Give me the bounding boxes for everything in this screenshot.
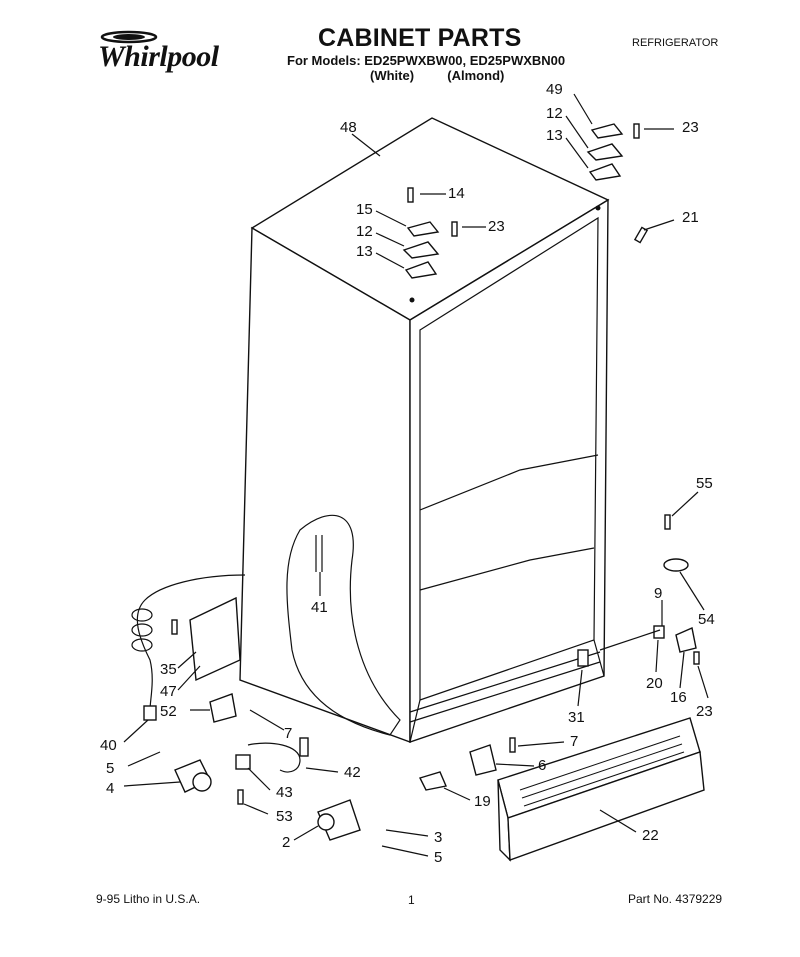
page-title: CABINET PARTS	[318, 24, 522, 52]
callout-13-right: 13	[546, 127, 563, 144]
color-almond: (Almond)	[447, 68, 505, 83]
callout-9: 9	[654, 585, 662, 602]
callout-54: 54	[698, 611, 715, 628]
power-cord-and-bracket	[131, 574, 246, 723]
model-numbers: For Models: ED25PWXBW00, ED25PWXBN00	[287, 53, 566, 68]
callout-16: 16	[670, 689, 687, 706]
right-lower-parts	[599, 514, 700, 665]
callout-22: 22	[642, 827, 659, 844]
callout-15: 15	[356, 201, 373, 218]
callout-23: 23	[488, 218, 505, 235]
callout-41: 41	[311, 599, 328, 616]
callout-2: 2	[282, 834, 290, 851]
part-number: Part No. 4379229	[628, 892, 723, 906]
callout-7-center: 7	[570, 733, 578, 750]
appliance-type: REFRIGERATOR	[632, 37, 719, 49]
callout-6: 6	[538, 757, 546, 774]
color-white: (White)	[370, 68, 415, 83]
callout-5: 5	[106, 760, 114, 777]
callout-43: 43	[276, 784, 293, 801]
print-info: 9-95 Litho in U.S.A.	[96, 892, 201, 906]
page-number: 1	[408, 893, 415, 907]
callout-12: 12	[356, 223, 373, 240]
leader-lines	[123, 93, 709, 857]
callout-35: 35	[160, 661, 177, 678]
callout-53: 53	[276, 808, 293, 825]
callout-13: 13	[356, 243, 373, 260]
callout-12-right: 12	[546, 105, 563, 122]
top-right-hinge-set	[586, 123, 649, 244]
callout-40: 40	[100, 737, 117, 754]
callout-23-right: 23	[682, 119, 699, 136]
callout-20: 20	[646, 675, 663, 692]
callout-labels: 48 14 15 12 13 23 49 12 13 23 21 41 55 5…	[100, 81, 715, 866]
callout-48: 48	[340, 119, 357, 136]
callout-42: 42	[344, 764, 361, 781]
callout-4: 4	[106, 780, 114, 797]
callout-3: 3	[434, 829, 442, 846]
callout-14: 14	[448, 185, 465, 202]
whirlpool-logo-swoosh	[100, 30, 158, 44]
lower-left-parts	[174, 737, 361, 841]
callout-55: 55	[696, 475, 713, 492]
callout-23-lower: 23	[696, 703, 713, 720]
callout-52: 52	[160, 703, 177, 720]
whirlpool-logo: Whirlpool	[98, 40, 219, 73]
model-colors: (White) (Almond)	[370, 68, 504, 83]
callout-21: 21	[682, 209, 699, 226]
callout-47: 47	[160, 683, 177, 700]
callout-5-lower: 5	[434, 849, 442, 866]
callout-7: 7	[284, 725, 292, 742]
callout-31: 31	[568, 709, 585, 726]
callout-19: 19	[474, 793, 491, 810]
callout-49: 49	[546, 81, 563, 98]
toe-grille	[497, 717, 705, 862]
top-left-hinge-set	[402, 187, 458, 279]
cabinet-shell	[239, 117, 610, 744]
lower-center-parts	[419, 649, 589, 791]
